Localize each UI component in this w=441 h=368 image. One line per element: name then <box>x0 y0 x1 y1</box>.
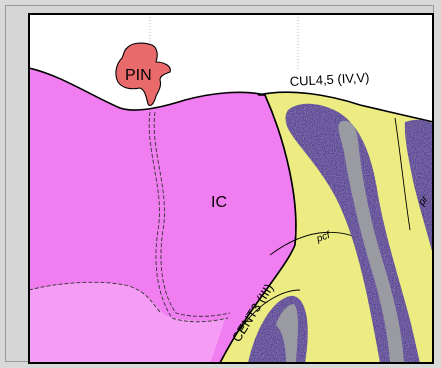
label-ic: IC <box>211 194 227 211</box>
label-pin: PIN <box>125 67 152 84</box>
